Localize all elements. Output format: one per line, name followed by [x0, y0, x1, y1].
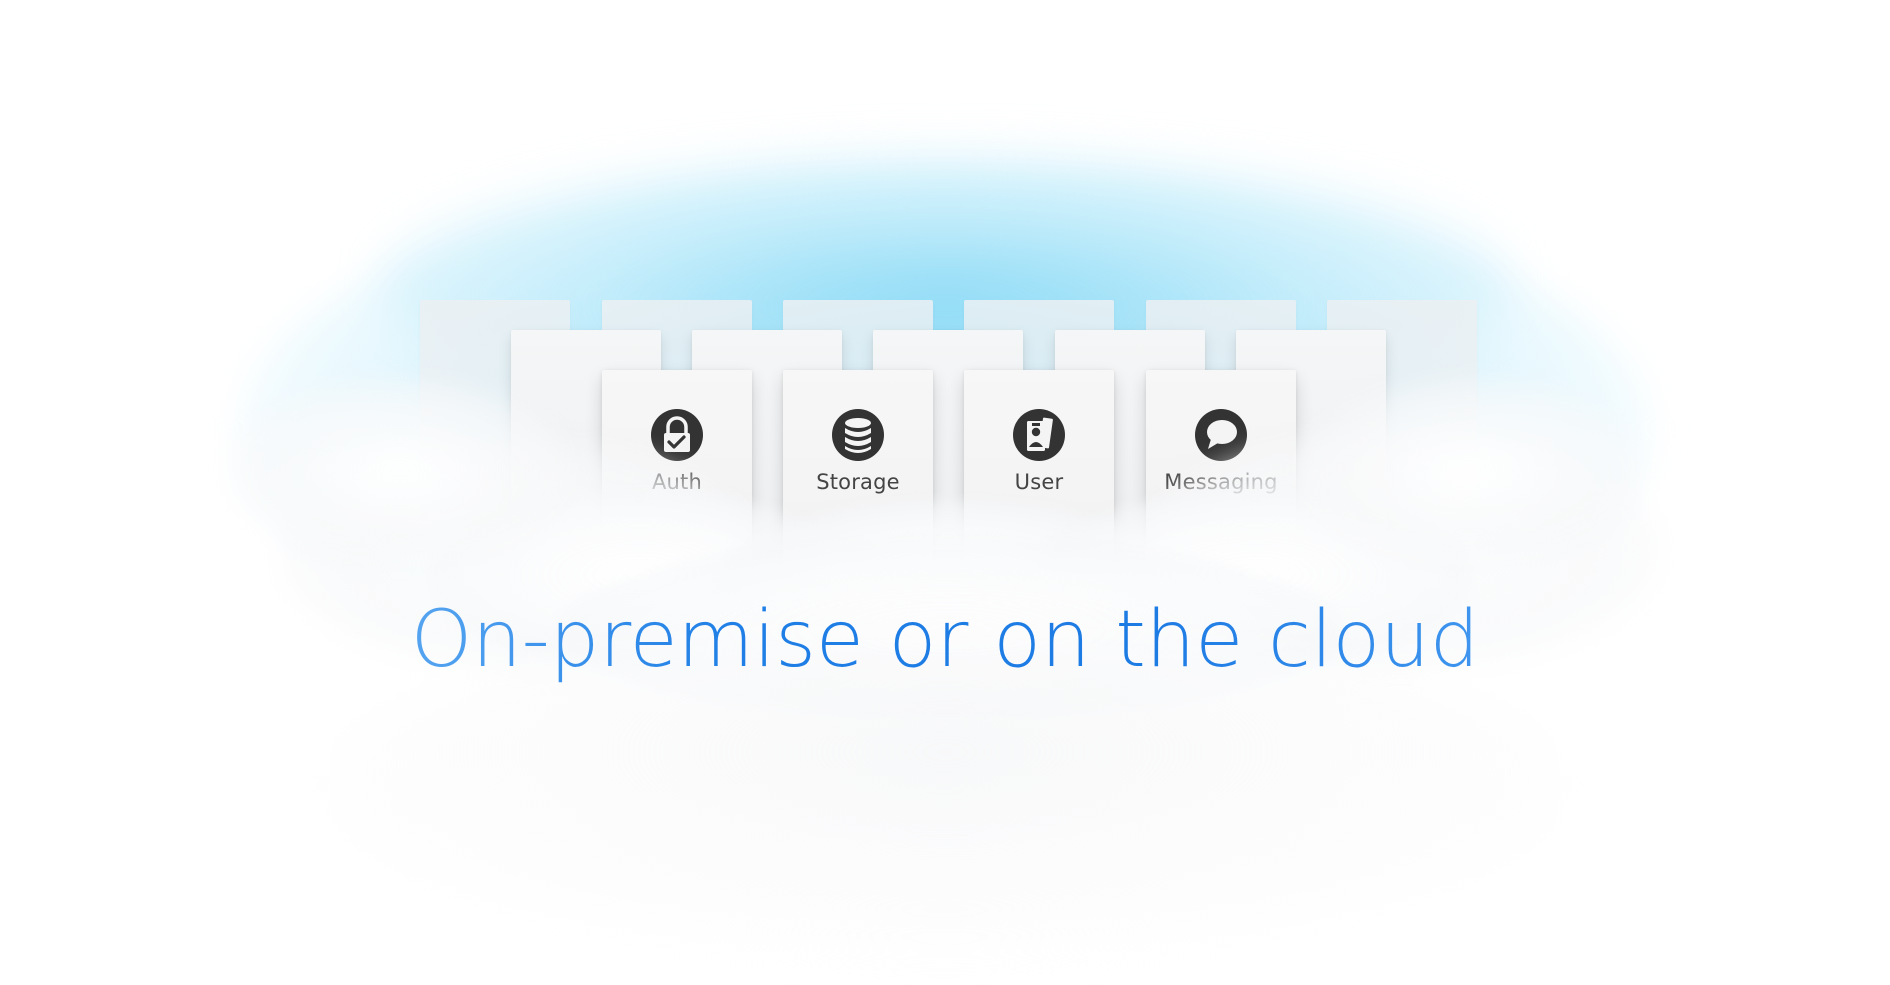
database-icon — [831, 408, 885, 462]
cloud — [230, 380, 570, 560]
card-label-user: User — [1014, 470, 1064, 494]
lock-check-icon — [650, 408, 704, 462]
bottom-haze — [330, 620, 1560, 950]
card-label-storage: Storage — [816, 470, 900, 494]
speech-bubble-icon — [1194, 408, 1248, 462]
cloud — [1300, 380, 1640, 560]
headline: On-premise or on the cloud — [0, 590, 1890, 690]
headline-text: On-premise or on the cloud — [410, 595, 1480, 685]
user-badge-icon — [1012, 408, 1066, 462]
